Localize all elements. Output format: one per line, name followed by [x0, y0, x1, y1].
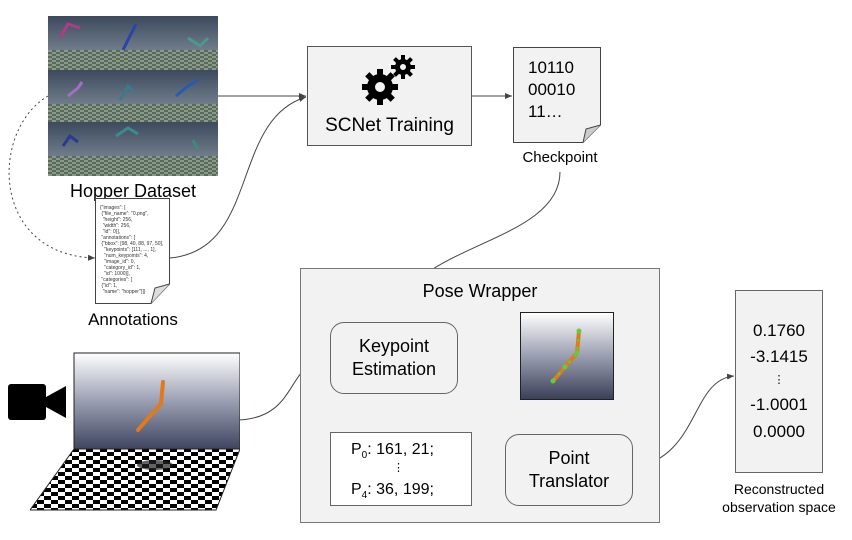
dotted-link [8, 95, 96, 261]
annotations-json: {"images": [ {"file_name": "0.png", "hei… [100, 205, 164, 295]
annotations-document: {"images": [ {"file_name": "0.png", "hei… [95, 198, 170, 304]
pose-wrapper-title: Pose Wrapper [422, 281, 538, 301]
training-label: SCNet Training [325, 115, 454, 136]
checkpoint-line2: 00010 [528, 80, 576, 99]
gears-icon [362, 55, 415, 105]
observation-label-line1: Reconstructed [733, 481, 825, 497]
camera-view-image [29, 352, 241, 512]
keypoint-result-image [520, 312, 614, 400]
training-box: SCNet Training [307, 46, 472, 146]
dataset-label: Hopper Dataset [69, 181, 197, 201]
checkpoint-line3: 11… [528, 102, 563, 121]
checkpoint-document: 10110 00010 11… [513, 47, 601, 143]
obs-value-0: 0.1760 [753, 321, 805, 340]
obs-value-3: -1.0001 [750, 395, 808, 414]
point-p0: P0: 161, 21; [351, 441, 434, 462]
point-translator-box: Point Translator [505, 434, 633, 506]
obs-value-4: 0.0000 [753, 422, 805, 441]
points-ellipsis: ⋮ [393, 462, 404, 474]
hopper-dataset-image [48, 16, 218, 176]
keypoint-estimation-box: Keypoint Estimation [330, 322, 458, 394]
video-camera-icon [8, 384, 66, 420]
observation-box: 0.1760 -3.1415 ⋮ -1.0001 0.0000 [735, 290, 823, 473]
checkpoint-label: Checkpoint [522, 149, 598, 166]
translator-label-line2: Translator [528, 471, 610, 491]
keypoint-label-line2: Estimation [351, 359, 437, 379]
checkpoint-line1: 10110 [528, 58, 575, 77]
points-box: P0: 161, 21; ⋮ P4: 36, 199; [330, 432, 472, 506]
point-p4: P4: 36, 199; [351, 481, 434, 502]
obs-value-2: ⋮ [773, 374, 785, 386]
keypoint-label-line1: Keypoint [358, 336, 430, 356]
translator-label-line1: Point [548, 448, 590, 468]
obs-value-1: -3.1415 [750, 347, 808, 366]
arrow-annotations-to-training [169, 96, 307, 259]
annotations-label: Annotations [88, 310, 178, 329]
observation-label-line2: observation space [722, 499, 836, 515]
